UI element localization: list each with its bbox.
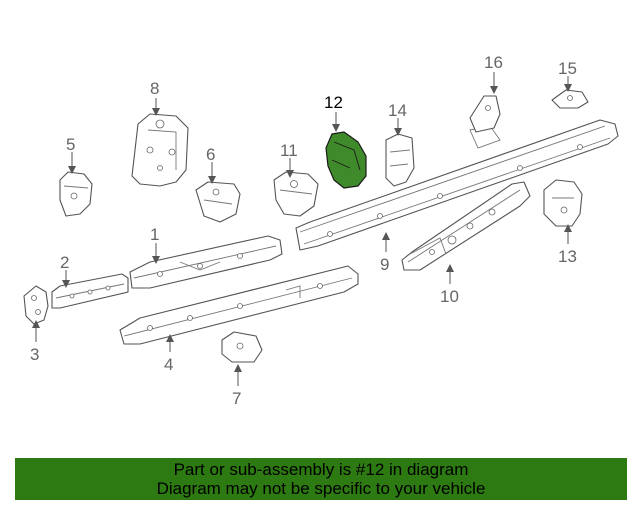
part-3-plate[interactable] (23, 285, 49, 325)
callout-12: 12 (324, 93, 343, 112)
callout-9: 9 (380, 255, 389, 274)
part-8-tall-bracket[interactable] (131, 113, 189, 187)
leader-lines (32, 72, 572, 386)
part-6-bracket[interactable] (195, 181, 241, 223)
part-14-crossmember[interactable] (385, 133, 415, 187)
banner-line-2: Diagram may not be specific to your vehi… (156, 479, 486, 498)
part-15-bracket[interactable] (551, 89, 589, 109)
part-2-bracket-rail[interactable] (51, 273, 129, 309)
part-7-bracket[interactable] (221, 331, 263, 363)
part-11-bracket[interactable] (273, 171, 319, 217)
parts-diagram: 1 2 3 4 5 6 7 8 9 10 11 12 13 14 15 16 (23, 53, 619, 408)
part-info-banner: Part or sub-assembly is #12 in diagram D… (15, 458, 627, 500)
callout-1: 1 (150, 225, 159, 244)
part-5-mount[interactable] (59, 171, 93, 217)
callout-15: 15 (558, 59, 577, 78)
callout-3: 3 (30, 345, 39, 364)
callout-16: 16 (484, 53, 503, 72)
part-13-hanger[interactable] (543, 179, 583, 227)
part-1-rail-section[interactable] (129, 235, 283, 289)
part-9-frame-rail[interactable] (295, 119, 619, 251)
callout-8: 8 (150, 79, 159, 98)
callout-5: 5 (66, 135, 75, 154)
banner-line-1: Part or sub-assembly is #12 in diagram (173, 460, 469, 479)
callout-2: 2 (60, 253, 69, 272)
callout-14: 14 (388, 101, 407, 120)
part-4-long-rail[interactable] (119, 265, 359, 345)
callout-11: 11 (280, 141, 298, 160)
callout-4: 4 (164, 355, 173, 374)
part-16-bracket[interactable] (469, 95, 501, 133)
callout-6: 6 (206, 145, 215, 164)
part-12-mount-highlighted[interactable] (325, 131, 367, 189)
part-10-rail-section[interactable] (401, 181, 531, 271)
callout-7: 7 (232, 389, 241, 408)
callout-13: 13 (558, 247, 577, 266)
callout-10: 10 (440, 287, 459, 306)
